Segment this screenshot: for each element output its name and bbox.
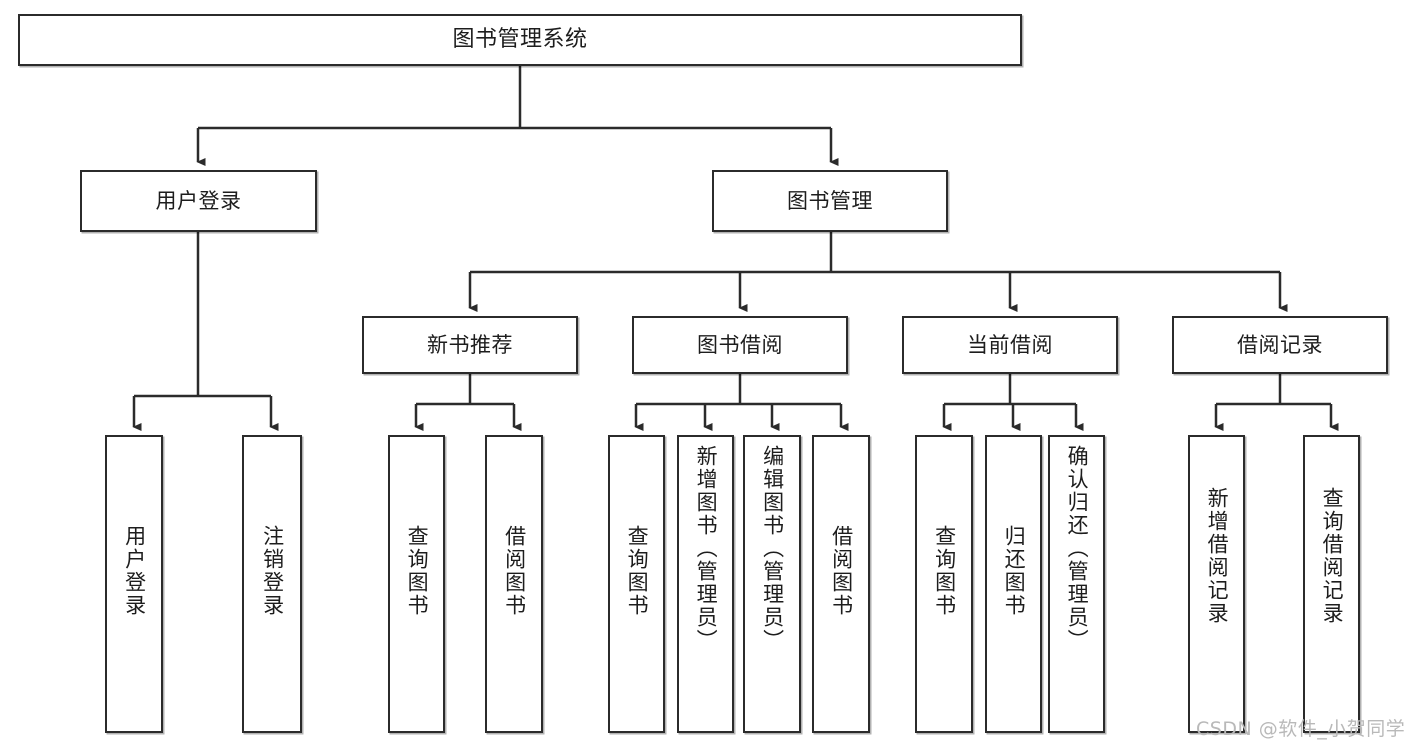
node-leaf-query-book-3[interactable]: 查询图书 xyxy=(915,435,973,733)
node-user-login[interactable]: 用户登录 xyxy=(80,170,317,232)
node-new-book-recommend-label: 新书推荐 xyxy=(427,332,513,357)
node-root[interactable]: 图书管理系统 xyxy=(18,14,1022,66)
node-leaf-return-book-label: 归还图书 xyxy=(1002,525,1027,617)
node-leaf-query-book-1[interactable]: 查询图书 xyxy=(388,435,445,733)
node-current-borrow-label: 当前借阅 xyxy=(967,332,1053,357)
node-leaf-query-book-1-label: 查询图书 xyxy=(405,525,430,617)
node-book-borrow[interactable]: 图书借阅 xyxy=(632,316,848,374)
node-leaf-borrow-book-2[interactable]: 借阅图书 xyxy=(812,435,870,733)
node-leaf-query-record-label: 查询借阅记录 xyxy=(1320,487,1345,625)
node-leaf-add-book-label: 新增图书（管理员） xyxy=(694,445,719,652)
node-book-manage[interactable]: 图书管理 xyxy=(712,170,948,232)
node-leaf-edit-book-label: 编辑图书（管理员） xyxy=(760,445,785,652)
node-book-manage-label: 图书管理 xyxy=(787,188,873,213)
node-leaf-borrow-book-1-label: 借阅图书 xyxy=(502,525,527,617)
node-leaf-confirm-return-label: 确认归还（管理员） xyxy=(1065,445,1090,652)
watermark: CSDN @软件_小贺同学 xyxy=(1196,718,1405,740)
node-borrow-record-label: 借阅记录 xyxy=(1237,332,1323,357)
node-leaf-borrow-book-2-label: 借阅图书 xyxy=(829,525,854,617)
node-leaf-query-book-2[interactable]: 查询图书 xyxy=(608,435,665,733)
node-leaf-user-login[interactable]: 用户登录 xyxy=(105,435,163,733)
node-leaf-logout[interactable]: 注销登录 xyxy=(242,435,302,733)
node-user-login-label: 用户登录 xyxy=(155,188,242,213)
node-root-label: 图书管理系统 xyxy=(452,27,588,53)
node-leaf-query-book-3-label: 查询图书 xyxy=(932,525,957,617)
node-leaf-logout-label: 注销登录 xyxy=(260,525,285,617)
node-leaf-user-login-label: 用户登录 xyxy=(122,525,147,617)
node-book-borrow-label: 图书借阅 xyxy=(697,332,783,357)
node-leaf-query-record[interactable]: 查询借阅记录 xyxy=(1303,435,1360,733)
node-leaf-add-record-label: 新增借阅记录 xyxy=(1205,487,1230,625)
node-leaf-borrow-book-1[interactable]: 借阅图书 xyxy=(485,435,543,733)
node-leaf-edit-book[interactable]: 编辑图书（管理员） xyxy=(743,435,801,733)
node-current-borrow[interactable]: 当前借阅 xyxy=(902,316,1118,374)
node-leaf-return-book[interactable]: 归还图书 xyxy=(985,435,1042,733)
node-borrow-record[interactable]: 借阅记录 xyxy=(1172,316,1388,374)
node-leaf-add-book[interactable]: 新增图书（管理员） xyxy=(677,435,734,733)
node-leaf-query-book-2-label: 查询图书 xyxy=(625,525,650,617)
node-leaf-add-record[interactable]: 新增借阅记录 xyxy=(1188,435,1245,733)
node-leaf-confirm-return[interactable]: 确认归还（管理员） xyxy=(1048,435,1105,733)
node-new-book-recommend[interactable]: 新书推荐 xyxy=(362,316,578,374)
